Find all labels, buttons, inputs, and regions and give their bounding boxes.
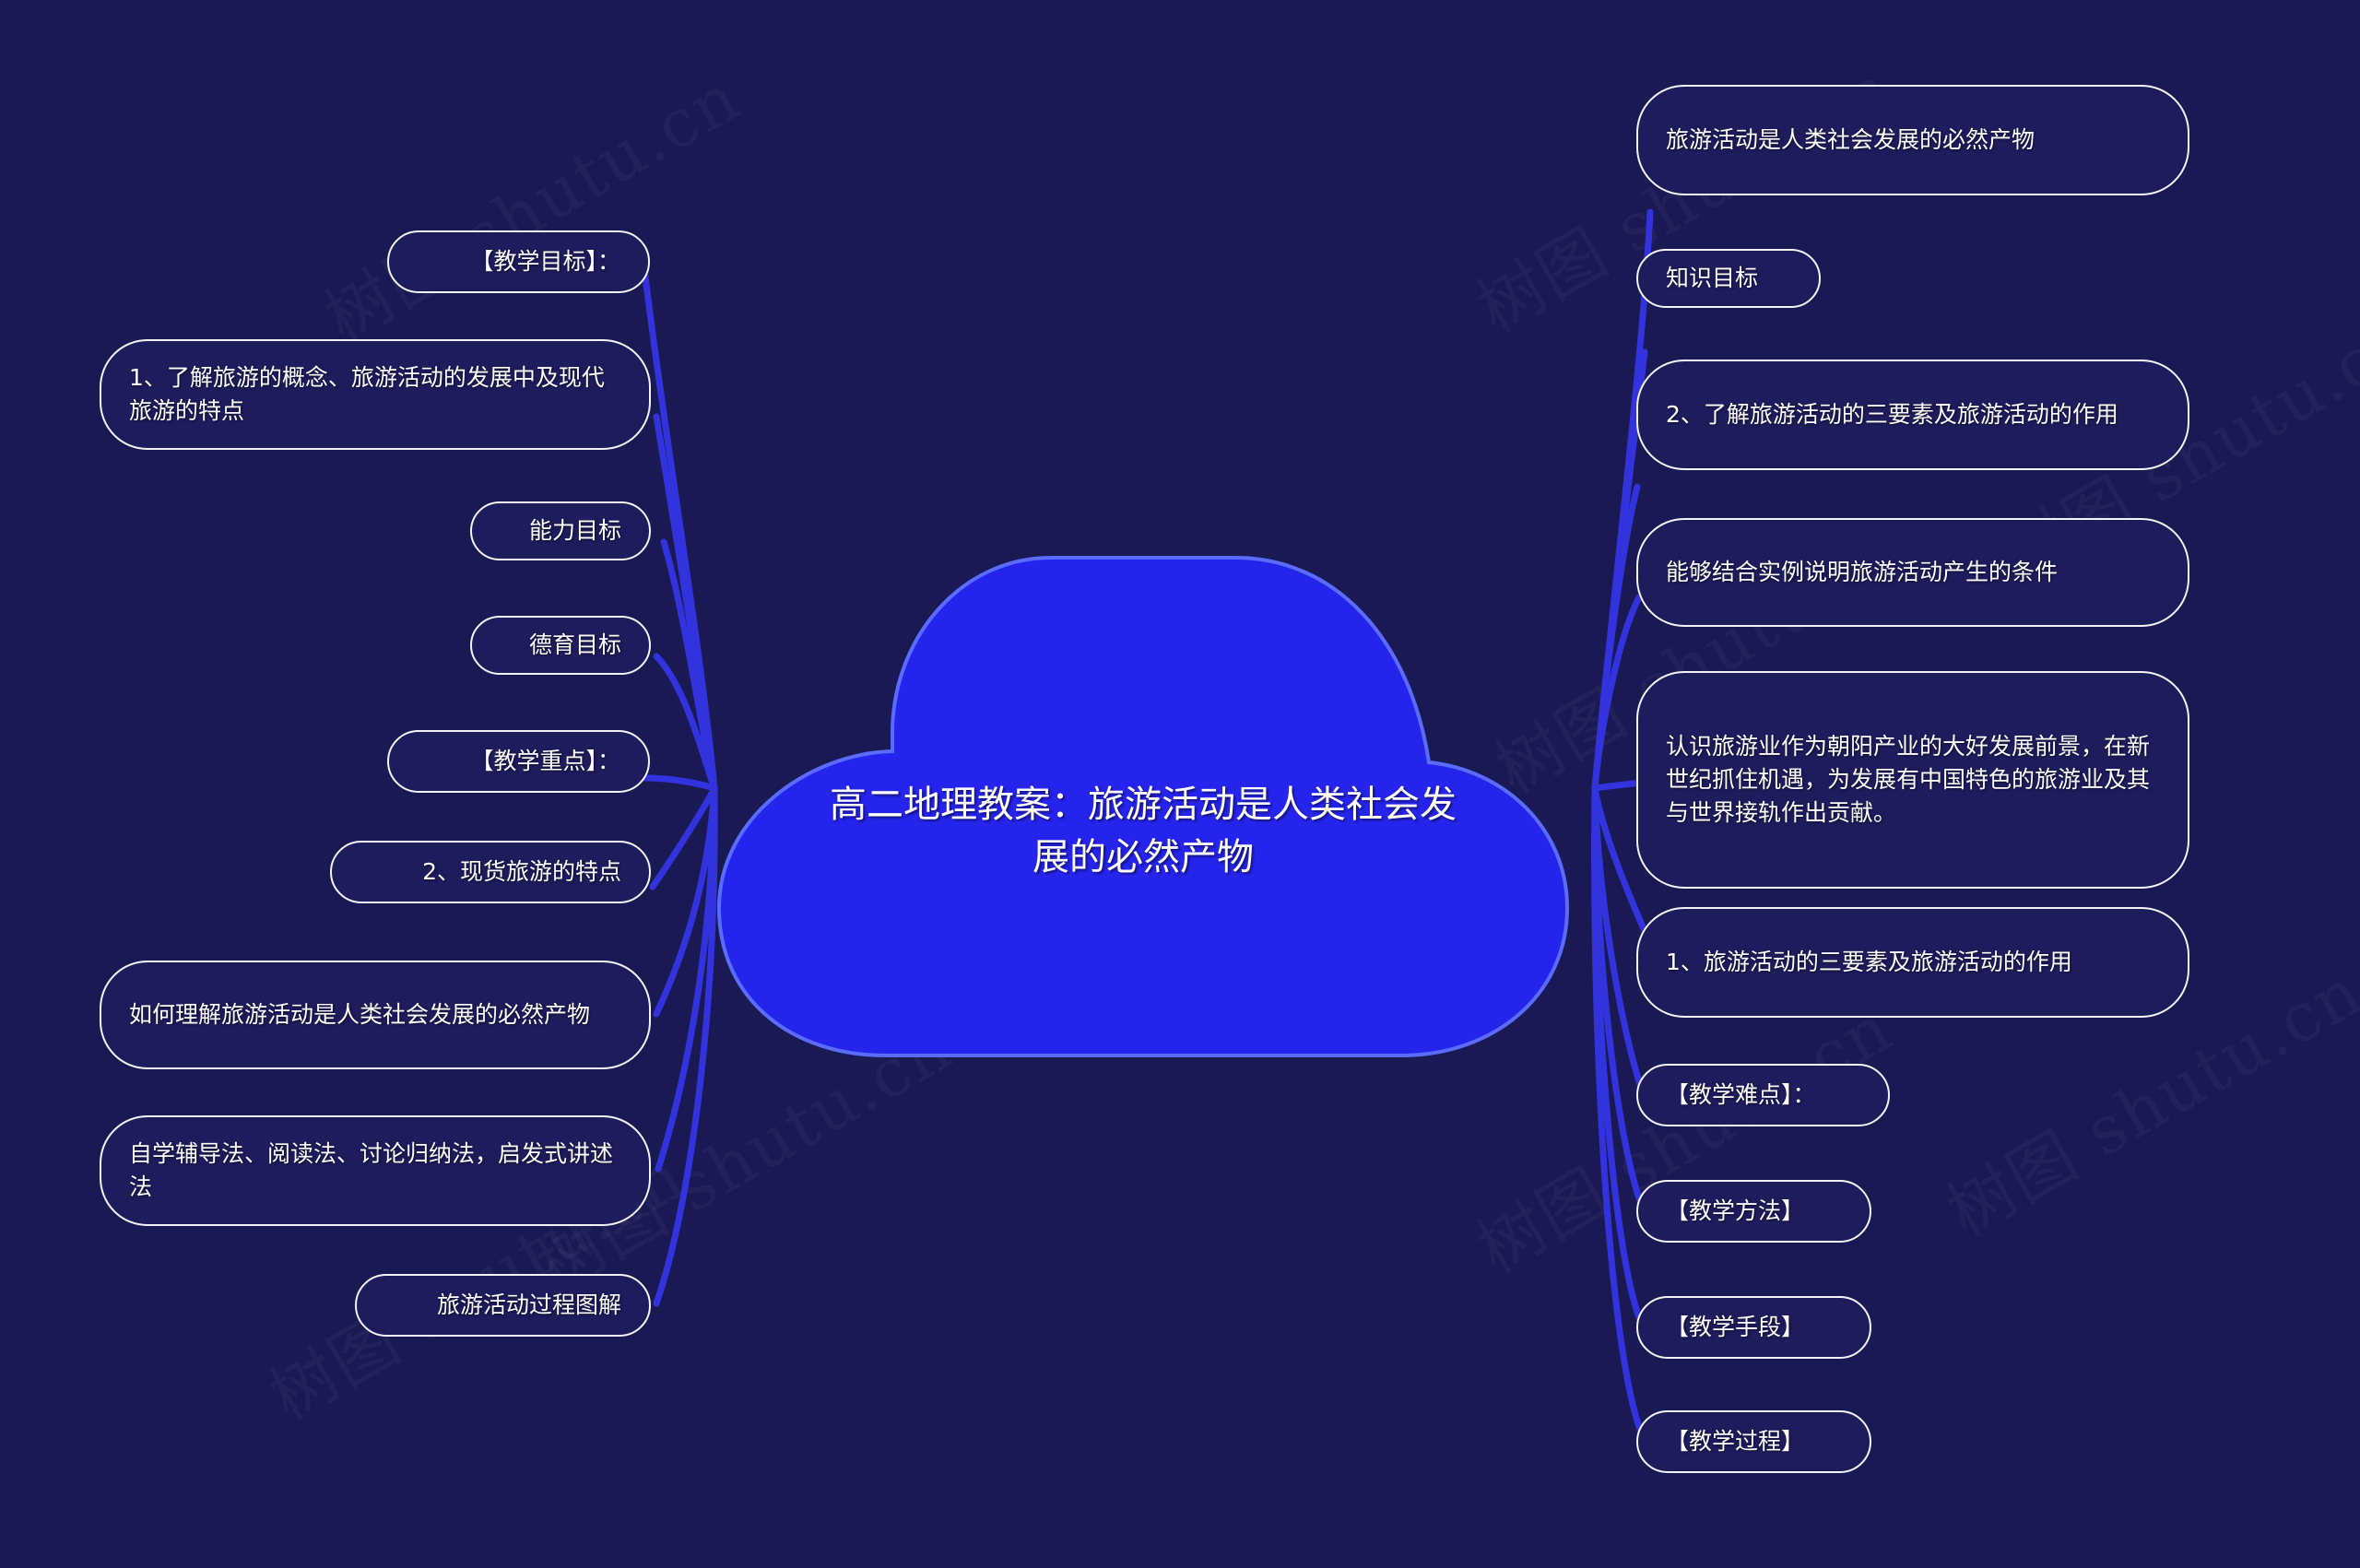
topic-node-left-1[interactable]: 1、了解旅游的概念、旅游活动的发展中及现代旅游的特点: [100, 339, 651, 450]
topic-label: 能力目标: [528, 516, 621, 544]
topic-node-right-7[interactable]: 【教学方法】: [1636, 1180, 1871, 1243]
central-topic[interactable]: 高二地理教案：旅游活动是人类社会发展的必然产物: [682, 502, 1604, 1074]
topic-node-left-5[interactable]: 2、现货旅游的特点: [330, 841, 651, 903]
topic-node-right-4[interactable]: 认识旅游业作为朝阳产业的大好发展前景，在新世纪抓住机遇，为发展有中国特色的旅游业…: [1636, 671, 2189, 889]
topic-label: 2、现货旅游的特点: [422, 857, 621, 885]
topic-node-left-7[interactable]: 自学辅导法、阅读法、讨论归纳法，启发式讲述法: [100, 1115, 651, 1226]
topic-label: 【教学过程】: [1666, 1427, 1805, 1455]
topic-node-right-0[interactable]: 旅游活动是人类社会发展的必然产物: [1636, 85, 2189, 195]
topic-label: 2、了解旅游活动的三要素及旅游活动的作用: [1666, 400, 2118, 428]
central-topic-label: 高二地理教案：旅游活动是人类社会发展的必然产物: [830, 784, 1457, 878]
topic-node-left-3[interactable]: 德育目标: [470, 616, 651, 675]
topic-label: 1、旅游活动的三要素及旅游活动的作用: [1666, 948, 2072, 975]
topic-label: 如何理解旅游活动是人类社会发展的必然产物: [129, 1000, 591, 1028]
topic-node-right-9[interactable]: 【教学过程】: [1636, 1410, 1871, 1473]
cloud-shape-icon: [716, 556, 1570, 1057]
topic-node-left-4[interactable]: 【教学重点】：: [387, 730, 650, 793]
topic-label: 1、了解旅游的概念、旅游活动的发展中及现代旅游的特点: [129, 363, 605, 424]
topic-node-right-6[interactable]: 【教学难点】：: [1636, 1064, 1890, 1126]
topic-node-left-2[interactable]: 能力目标: [470, 501, 651, 560]
watermark-text: 树图 shutu.cn: [304, 44, 755, 360]
topic-label: 旅游活动是人类社会发展的必然产物: [1666, 125, 2036, 153]
topic-label: 自学辅导法、阅读法、讨论归纳法，启发式讲述法: [129, 1139, 614, 1200]
topic-label: 认识旅游业作为朝阳产业的大好发展前景，在新世纪抓住机遇，为发展有中国特色的旅游业…: [1666, 732, 2151, 827]
topic-label: 知识目标: [1666, 264, 1759, 291]
topic-label: 【教学方法】: [1666, 1197, 1805, 1224]
topic-label: 【教学目标】：: [470, 247, 620, 275]
topic-label: 【教学手段】: [1666, 1313, 1805, 1340]
topic-label: 德育目标: [528, 631, 621, 658]
topic-node-left-6[interactable]: 如何理解旅游活动是人类社会发展的必然产物: [100, 961, 651, 1069]
topic-label: 能够结合实例说明旅游活动产生的条件: [1666, 558, 2059, 585]
topic-label: 【教学重点】：: [470, 747, 620, 774]
topic-label: 【教学难点】：: [1666, 1080, 1816, 1108]
topic-node-left-0[interactable]: 【教学目标】：: [387, 230, 650, 293]
topic-node-right-8[interactable]: 【教学手段】: [1636, 1296, 1871, 1359]
topic-node-right-2[interactable]: 2、了解旅游活动的三要素及旅游活动的作用: [1636, 360, 2189, 470]
topic-label: 旅游活动过程图解: [436, 1291, 621, 1318]
topic-node-right-5[interactable]: 1、旅游活动的三要素及旅游活动的作用: [1636, 907, 2189, 1018]
topic-node-left-8[interactable]: 旅游活动过程图解: [355, 1274, 651, 1337]
topic-node-right-1[interactable]: 知识目标: [1636, 249, 1821, 308]
topic-node-right-3[interactable]: 能够结合实例说明旅游活动产生的条件: [1636, 518, 2189, 627]
